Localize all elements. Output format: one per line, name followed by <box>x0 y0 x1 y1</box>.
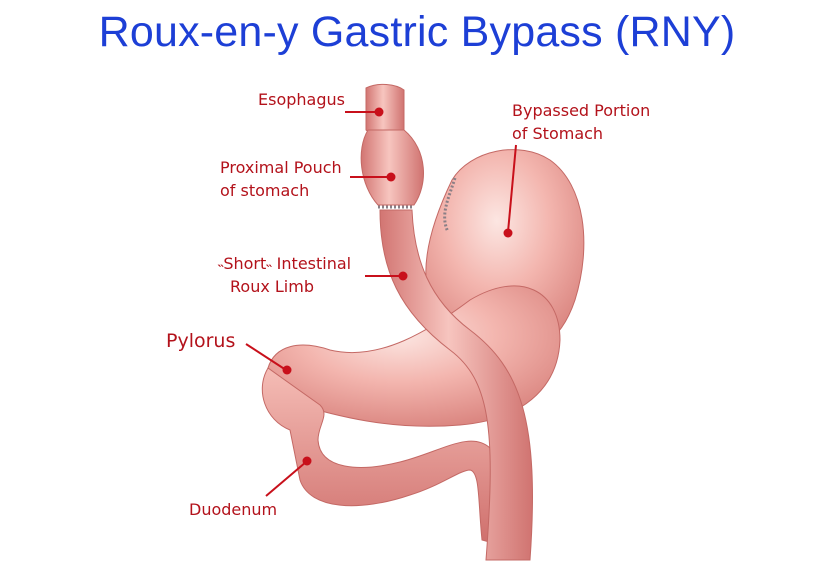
bypassed-leader <box>507 144 517 233</box>
label-bypassed-portion: Bypassed Portion of Stomach <box>512 99 650 145</box>
label-roux-limb: ˵Short˵ Intestinal Roux Limb <box>218 252 351 298</box>
label-esophagus: Esophagus <box>258 90 345 109</box>
pouch-dot <box>386 172 396 182</box>
roux-dot <box>398 271 408 281</box>
label-roux-line2: Roux Limb <box>230 277 314 296</box>
bypassed-dot <box>503 228 513 238</box>
label-bypassed-line1: Bypassed Portion <box>512 101 651 120</box>
label-pylorus: Pylorus <box>166 330 236 352</box>
pylorus-leader <box>245 343 287 371</box>
label-proximal-pouch: Proximal Pouch of stomach <box>220 156 342 202</box>
label-pouch-line1: Proximal Pouch <box>220 158 342 177</box>
pylorus-dot <box>282 365 292 375</box>
label-pouch-line2: of stomach <box>220 181 310 200</box>
label-roux-line1: ˵Short˵ Intestinal <box>218 254 352 273</box>
duodenum-dot <box>302 456 312 466</box>
proximal-pouch <box>360 129 424 206</box>
esophagus <box>365 83 405 135</box>
diagram-title: Roux-en-y Gastric Bypass (RNY) <box>98 8 736 56</box>
staple-line <box>443 177 457 233</box>
label-duodenum: Duodenum <box>189 500 278 519</box>
esophagus-dot <box>374 107 384 117</box>
duodenum-leader <box>265 461 307 497</box>
roux-limb <box>379 209 533 561</box>
label-bypassed-line2: of Stomach <box>512 124 604 143</box>
